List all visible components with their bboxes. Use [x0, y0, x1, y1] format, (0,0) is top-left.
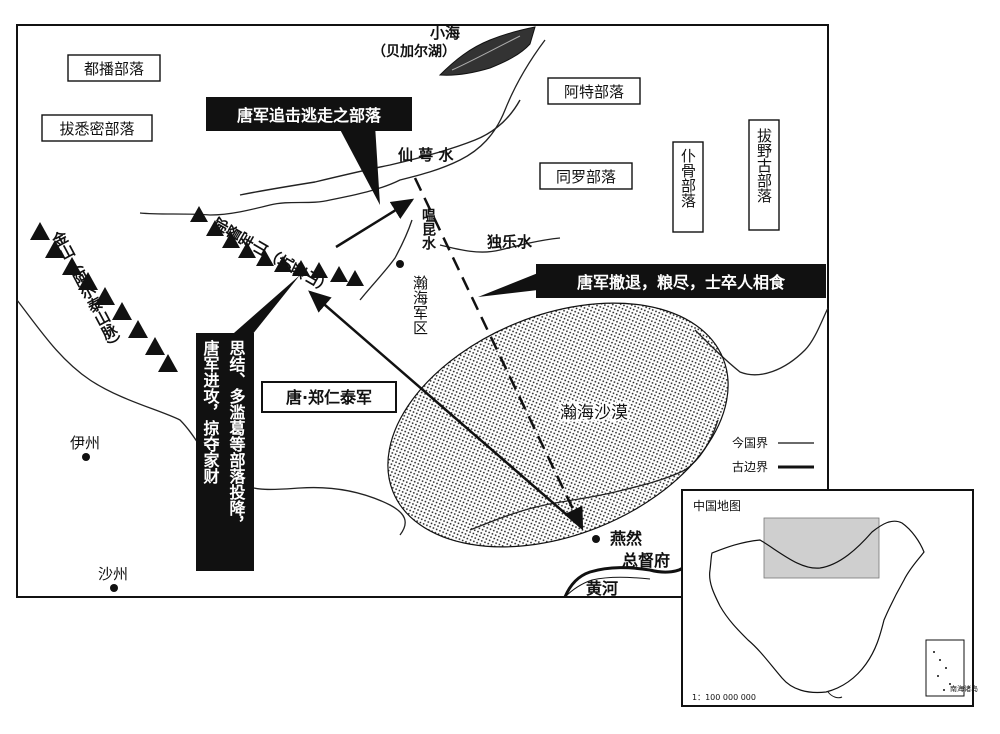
tang-pursuit-route — [335, 198, 415, 249]
svg-text:唐军撤退，粮尽，士卒人相食: 唐军撤退，粮尽，士卒人相食 — [577, 273, 786, 292]
tribe-dubo: 都播部落 — [67, 54, 161, 82]
svg-text:今国界: 今国界 — [732, 435, 768, 450]
shazhou-label: 沙州 — [98, 565, 128, 583]
svg-text:唐·郑仁泰军: 唐·郑仁泰军 — [286, 388, 372, 407]
inset-china-map: 中国地图 南海诸岛 1：100 000 000 — [681, 489, 978, 707]
tribe-tongluo: 同罗部落 — [539, 162, 633, 190]
xianling-river — [239, 99, 521, 196]
huanghe-river — [563, 564, 687, 598]
inset-sub-label: 南海诸岛 — [950, 684, 978, 693]
shazhou-dot — [110, 584, 118, 592]
dule-label: 独乐水 — [487, 233, 533, 251]
svg-text:阿特部落: 阿特部落 — [564, 83, 624, 101]
yizhou-label: 伊州 — [70, 434, 100, 452]
svg-text:同罗部落: 同罗部落 — [556, 168, 616, 186]
tribe-baximi: 拔悉密部落 — [41, 114, 153, 142]
callout-retreat: 唐军撤退，粮尽，士卒人相食 — [478, 264, 826, 298]
desert-label: 瀚海沙漠 — [560, 403, 628, 423]
hanhai-jq-dot — [396, 260, 404, 268]
xianling-label: 仙 萼 水 — [398, 146, 454, 164]
lake-label: 小海 — [430, 24, 460, 42]
inset-title: 中国地图 — [693, 498, 741, 513]
china-outline — [709, 520, 925, 694]
yanran-dot — [592, 535, 600, 543]
legend: 今国界 古边界 — [732, 435, 814, 474]
hanshui-river — [359, 219, 413, 301]
svg-text:唐军追击逃走之部落: 唐军追击逃走之部落 — [237, 106, 382, 125]
yizhou-dot — [82, 453, 90, 461]
tribe-bayegu: 拔野古部落 — [748, 119, 780, 231]
yudujun-mountains — [190, 206, 364, 286]
svg-text:拔野古部落: 拔野古部落 — [755, 128, 773, 203]
jinshan-mountains — [30, 222, 178, 372]
callout-army: 唐·郑仁泰军 — [261, 381, 397, 413]
callout-attack: 思结、多滥葛等部落投降， 唐军进攻，掠夺家财 — [196, 275, 300, 571]
tribe-pugu: 仆骨部落 — [672, 141, 704, 233]
svg-text:唐军进攻，掠夺家财: 唐军进攻，掠夺家财 — [201, 339, 221, 485]
svg-text:都播部落: 都播部落 — [84, 60, 144, 78]
lake-baikal — [438, 26, 536, 76]
lake-label-sub: （贝加尔湖） — [372, 43, 456, 60]
dule-river — [439, 237, 561, 253]
hanhai-desert — [387, 302, 729, 548]
inset-scale: 1：100 000 000 — [692, 693, 756, 702]
svg-text:拔悉密部落: 拔悉密部落 — [59, 120, 134, 138]
hanhai-jq-label: 瀚海军区 — [411, 275, 429, 335]
hanshui-label: 嗢昆水 — [420, 208, 436, 251]
inset-highlight — [763, 517, 880, 579]
tribe-ate: 阿特部落 — [547, 77, 641, 105]
tang-advance-route — [308, 290, 583, 529]
yanran-label-2: 总督府 — [622, 551, 670, 570]
svg-text:思结、多滥葛等部落投降，: 思结、多滥葛等部落投降， — [227, 340, 247, 532]
yanran-label-1: 燕然 — [610, 529, 642, 548]
svg-text:仆骨部落: 仆骨部落 — [679, 148, 697, 208]
callout-pursuit: 唐军追击逃走之部落 — [206, 97, 412, 205]
huanghe-label: 黄河 — [586, 579, 618, 598]
svg-text:古边界: 古边界 — [732, 459, 768, 474]
